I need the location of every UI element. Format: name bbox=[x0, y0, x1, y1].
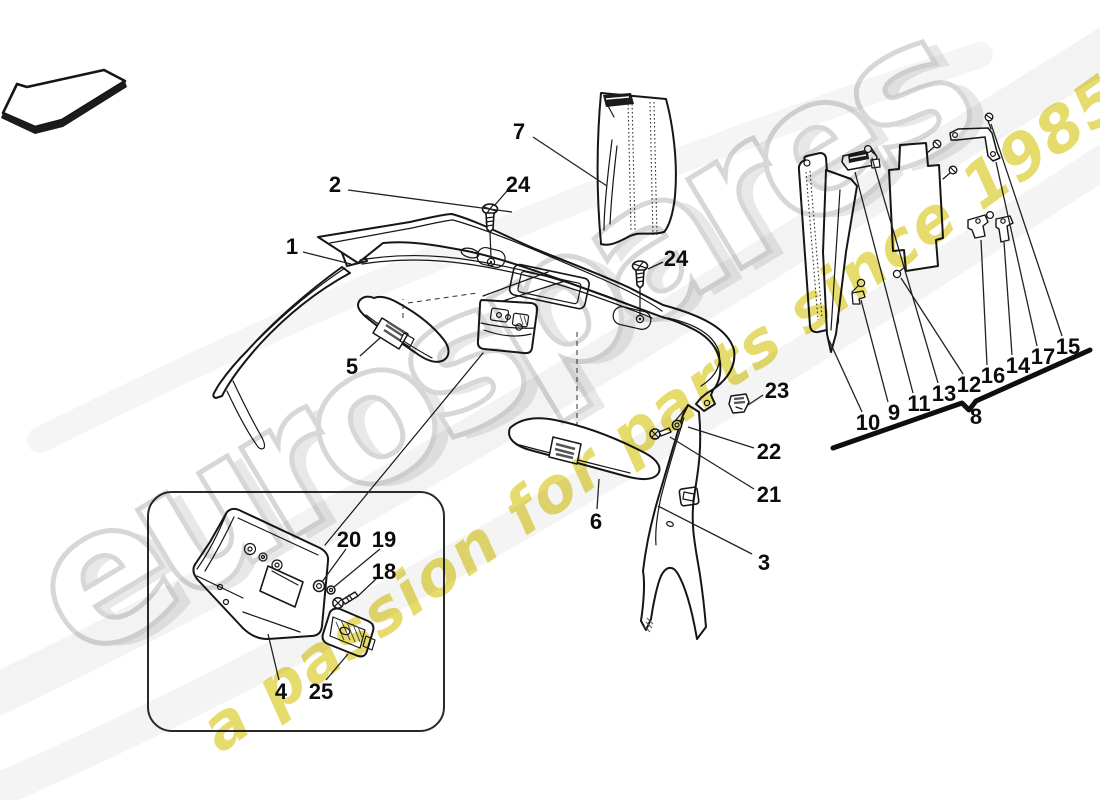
part-label-14: 14 bbox=[1006, 353, 1031, 378]
leader-line-3 bbox=[657, 505, 753, 555]
leader-line-9 bbox=[860, 299, 889, 403]
a-pillar-trim bbox=[640, 393, 750, 640]
leader-line-24 bbox=[493, 190, 508, 207]
sun-visor-left bbox=[357, 295, 450, 363]
assembly-bracket bbox=[830, 347, 1093, 451]
part-label-8: 8 bbox=[970, 404, 982, 429]
lamp-screw-washers bbox=[312, 579, 359, 609]
part-label-7: 7 bbox=[513, 119, 525, 144]
headliner-panel bbox=[317, 213, 736, 412]
leader-line-25 bbox=[325, 653, 349, 681]
leader-line-12 bbox=[900, 277, 964, 375]
leader-line-18 bbox=[357, 577, 378, 597]
part-label-11: 11 bbox=[907, 391, 930, 416]
part-label-24: 24 bbox=[506, 172, 531, 197]
background-swoosh bbox=[0, 27, 1100, 800]
part-label-1: 1 bbox=[286, 234, 298, 259]
part-label-9: 9 bbox=[888, 400, 900, 425]
leader-line-14 bbox=[1003, 241, 1013, 356]
part-label-20: 20 bbox=[337, 527, 361, 552]
leader-line-21 bbox=[669, 436, 755, 490]
part-label-25: 25 bbox=[309, 679, 333, 704]
part-label-22: 22 bbox=[757, 439, 781, 464]
part-label-5: 5 bbox=[346, 354, 358, 379]
leader-line-15 bbox=[990, 123, 1063, 337]
leader-line-20 bbox=[321, 548, 347, 583]
part-label-10: 10 bbox=[856, 410, 880, 435]
screw-24-right bbox=[631, 260, 649, 316]
quarter-trim-fabric bbox=[596, 92, 677, 246]
part-label-18: 18 bbox=[372, 559, 396, 584]
part-label-21: 21 bbox=[757, 482, 781, 507]
projection-lines bbox=[324, 271, 578, 546]
leader-line-13 bbox=[871, 157, 939, 384]
leader-line-22 bbox=[687, 426, 755, 449]
part-label-15: 15 bbox=[1056, 334, 1080, 359]
detail-box bbox=[147, 491, 445, 732]
part-label-13: 13 bbox=[932, 381, 956, 406]
leader-line-16 bbox=[980, 239, 988, 366]
leader-line-24 bbox=[647, 261, 664, 270]
part-label-6: 6 bbox=[590, 509, 602, 534]
direction-arrow-icon bbox=[1, 68, 127, 134]
leader-line-17 bbox=[995, 161, 1038, 347]
leader-line-6 bbox=[596, 478, 600, 510]
part-label-19: 19 bbox=[372, 527, 396, 552]
leader-line-10 bbox=[828, 339, 863, 413]
leader-line-2 bbox=[347, 189, 513, 213]
part-label-23: 23 bbox=[765, 378, 789, 403]
overhead-console bbox=[192, 507, 330, 640]
interior-light-plate bbox=[476, 299, 539, 355]
leader-line-1 bbox=[302, 251, 352, 265]
leader-line-7 bbox=[532, 136, 608, 187]
part-label-24: 24 bbox=[664, 246, 689, 271]
leader-line-23 bbox=[747, 394, 764, 406]
leader-line-11 bbox=[854, 171, 914, 394]
part-label-4: 4 bbox=[275, 679, 288, 704]
part-label-16: 16 bbox=[981, 363, 1005, 388]
part-label-17: 17 bbox=[1031, 344, 1055, 369]
leader-line-5 bbox=[359, 337, 381, 357]
part-label-3: 3 bbox=[758, 550, 770, 575]
part-label-12: 12 bbox=[957, 372, 981, 397]
sun-visor-right bbox=[508, 417, 661, 481]
leader-line-19 bbox=[333, 548, 381, 588]
rear-trim-fastener-group bbox=[797, 112, 1093, 451]
leader-line-4 bbox=[267, 633, 280, 681]
part-label-2: 2 bbox=[329, 172, 341, 197]
